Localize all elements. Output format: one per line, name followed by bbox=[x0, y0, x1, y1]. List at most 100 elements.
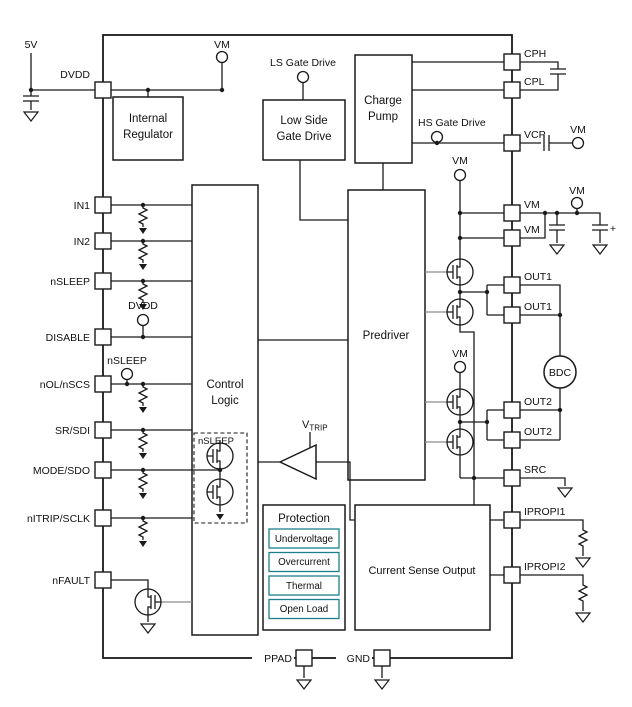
block-label-control-logic-1: Control bbox=[206, 379, 243, 391]
wire-comparator bbox=[258, 432, 355, 521]
block-label-charge-pump-2: Pump bbox=[368, 111, 398, 123]
wire-vm-ext bbox=[520, 208, 601, 243]
pin-out1-a bbox=[503, 276, 521, 294]
block-label-charge-pump-1: Charge bbox=[364, 95, 402, 107]
label-vm-ext: VM bbox=[569, 185, 585, 197]
pin-label-nfault: nFAULT bbox=[52, 575, 90, 587]
gnd-icon bbox=[592, 244, 608, 255]
pin-label-src: SRC bbox=[524, 464, 547, 476]
gnd-icon bbox=[575, 612, 591, 623]
protection-item-overcurrent bbox=[268, 551, 340, 573]
pin-nitrip-sclk bbox=[94, 509, 112, 527]
pin-mode-sdo bbox=[94, 461, 112, 479]
wire-out1-ext bbox=[520, 284, 561, 356]
nol-pulldown-resistor-icon bbox=[138, 383, 148, 407]
wire-top-blocks bbox=[258, 82, 384, 341]
label-vm-bridge1: VM bbox=[452, 155, 468, 167]
pin-label-gnd: GND bbox=[347, 653, 371, 665]
pin-out2-a bbox=[503, 401, 521, 419]
modesdo-pulldown-resistor-icon bbox=[138, 469, 148, 493]
pin-nsleep bbox=[94, 272, 112, 290]
label-vm-vcp: VM bbox=[570, 124, 586, 136]
pin-label-nsleep: nSLEEP bbox=[50, 276, 90, 288]
block-label-lsgd-1: Low Side bbox=[280, 115, 327, 127]
pin-label-sr-sdi: SR/SDI bbox=[55, 425, 90, 437]
gnd-icon bbox=[296, 679, 312, 690]
nitrip-pulldown-resistor-icon bbox=[138, 517, 148, 541]
ipropi2-sense-resistor-icon bbox=[578, 581, 588, 605]
vm-bulk-capacitor-icon bbox=[548, 224, 566, 231]
gnd-arrow-icon bbox=[139, 541, 147, 547]
pin-sr-sdi bbox=[94, 421, 112, 439]
protection-item-open-load bbox=[268, 598, 340, 620]
label-vtrip: VTRIP bbox=[302, 419, 328, 433]
block-label-protection: Protection bbox=[278, 513, 330, 525]
pin-label-cpl: CPL bbox=[524, 76, 545, 88]
block-label-internal-regulator-1: Internal bbox=[129, 113, 167, 125]
label-nsleep-switch-box: nSLEEP bbox=[198, 436, 234, 447]
wire-cph-cpl-flying-cap bbox=[520, 61, 559, 91]
pin-out1-b bbox=[503, 306, 521, 324]
itrip-comparator bbox=[278, 443, 317, 481]
pin-label-out2-b: OUT2 bbox=[524, 426, 552, 438]
dvdd-capacitor-icon bbox=[22, 95, 40, 102]
pin-vm-2 bbox=[503, 229, 521, 247]
wire-bottom-gnd bbox=[303, 666, 383, 678]
vm-bridge1-terminal-icon bbox=[453, 168, 467, 182]
pin-nfault bbox=[94, 571, 112, 589]
pin-label-disable: DISABLE bbox=[46, 332, 90, 344]
block-current-sense-output bbox=[354, 504, 491, 631]
gnd-icon bbox=[549, 244, 565, 255]
wire-gate-drives bbox=[161, 271, 447, 603]
pin-ipropi2 bbox=[503, 566, 521, 584]
pin-out2-b bbox=[503, 431, 521, 449]
pin-label-nol-nscs: nOL/nSCS bbox=[40, 379, 90, 391]
pin-nol-nscs bbox=[94, 375, 112, 393]
pin-label-cph: CPH bbox=[524, 48, 546, 60]
pin-squares bbox=[94, 53, 521, 667]
pin-cpl bbox=[503, 81, 521, 99]
label-hs-gate-drive: HS Gate Drive bbox=[418, 117, 486, 129]
block-low-side-gate-drive bbox=[262, 99, 346, 161]
mosfet-hs1-icon bbox=[446, 258, 474, 286]
block-control-logic bbox=[191, 184, 259, 636]
protection-item-undervoltage bbox=[268, 528, 340, 549]
protection-item-thermal bbox=[268, 575, 340, 596]
pin-in1 bbox=[94, 196, 112, 214]
pin-label-dvdd: DVDD bbox=[60, 69, 90, 81]
ipropi1-sense-resistor-icon bbox=[578, 526, 588, 550]
mosfet-ls2-icon bbox=[446, 428, 474, 456]
block-label-internal-regulator-2: Regulator bbox=[123, 129, 173, 141]
pin-vm-1 bbox=[503, 204, 521, 222]
vtrip-base: V bbox=[302, 419, 310, 431]
label-plus-polarity: + bbox=[610, 223, 616, 235]
pin-label-ppad: PPAD bbox=[264, 653, 292, 665]
pin-in2 bbox=[94, 232, 112, 250]
mosfet-hs2-icon bbox=[446, 388, 474, 416]
vtrip-subscript: TRIP bbox=[309, 424, 327, 433]
mosfet-ls1-icon bbox=[446, 298, 474, 326]
pin-gnd bbox=[373, 649, 391, 667]
gnd-arrow-icon bbox=[139, 453, 147, 459]
wire-out2-ext bbox=[520, 388, 561, 441]
gnd-label-backplate bbox=[336, 652, 372, 665]
wire-ls1-to-src bbox=[459, 325, 475, 505]
wires bbox=[30, 53, 601, 678]
mosfet-sdo-low-icon bbox=[206, 478, 234, 506]
gnd-arrow-icon bbox=[139, 407, 147, 413]
protection-label-thermal: Thermal bbox=[286, 581, 322, 592]
label-nsleep-rail: nSLEEP bbox=[107, 355, 147, 367]
protection-label-open-load: Open Load bbox=[280, 604, 328, 615]
block-predriver bbox=[347, 189, 426, 481]
vm-ext-terminal-icon bbox=[570, 196, 584, 210]
pin-label-in1: IN1 bbox=[74, 200, 91, 212]
pin-src bbox=[503, 469, 521, 487]
dvdd-rail-terminal-icon bbox=[136, 313, 150, 327]
label-dvdd-rail: DVDD bbox=[128, 300, 158, 312]
pin-vcp bbox=[503, 134, 521, 152]
pin-dvdd bbox=[94, 81, 112, 99]
mosfet-nfault-opendrain-icon bbox=[134, 588, 162, 616]
nsleep-switch-dashed-box bbox=[193, 432, 248, 524]
